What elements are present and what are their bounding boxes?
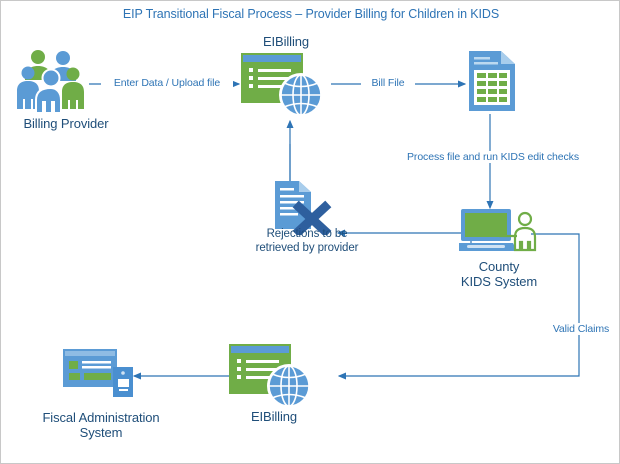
- edge-label-valid-claims: Valid Claims: [541, 323, 619, 335]
- node-eibilling-bottom[interactable]: [229, 344, 321, 410]
- node-kids-bill-file[interactable]: [467, 49, 517, 113]
- laptop-user-icon: [459, 209, 537, 252]
- edge-label-bill-file: Bill File: [361, 77, 415, 89]
- diagram-title: EIP Transitional Fiscal Process – Provid…: [122, 7, 500, 21]
- node-rejections[interactable]: [273, 179, 335, 235]
- web-application-globe-icon: [241, 53, 323, 117]
- window-device-icon: [63, 349, 133, 397]
- people-group-icon: [17, 50, 84, 113]
- edge-label-process-file: Process file and run KIDS edit checks: [385, 151, 601, 163]
- spreadsheet-document-icon: [469, 51, 515, 111]
- node-eibilling-top[interactable]: [241, 53, 333, 119]
- edge-label-enter-data: Enter Data / Upload file: [101, 77, 233, 89]
- document-x-icon: [275, 181, 332, 235]
- node-label-billing-provider: Billing Provider: [23, 116, 109, 131]
- node-label-rejections: Rejections to be retrieved by provider: [255, 228, 359, 254]
- node-label-eibilling-top: EIBilling: [262, 34, 310, 49]
- node-label-fiscal-administration-system: Fiscal Administration System: [42, 410, 160, 440]
- node-fiscal-administration-system[interactable]: [63, 349, 137, 401]
- node-label-eibilling-bottom: EIBilling: [250, 409, 298, 424]
- node-county-kids-system[interactable]: [459, 207, 539, 257]
- node-billing-provider[interactable]: [15, 45, 91, 113]
- node-label-county-kids-system: County KIDS System: [460, 259, 538, 289]
- web-application-globe-icon: [229, 344, 311, 408]
